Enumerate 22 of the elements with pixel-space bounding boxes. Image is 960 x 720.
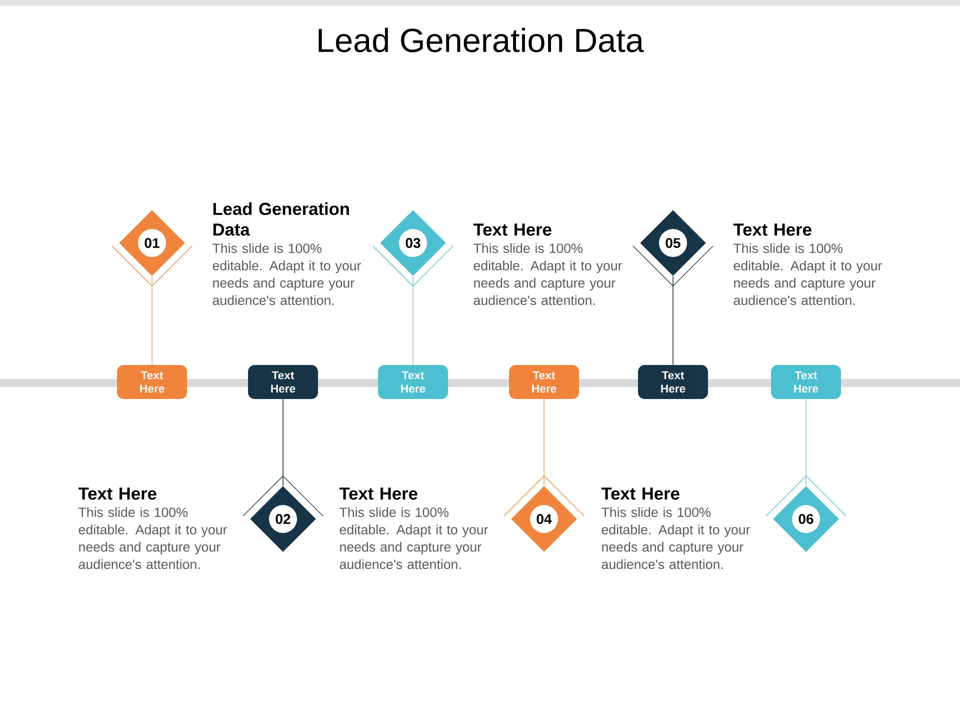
heading: Text Here [733, 224, 812, 236]
label-pill: Text Here [248, 365, 318, 399]
connector-line [672, 276, 674, 366]
description: This slide is 100% editable. Adapt it to your needs and capture your audience's attention. [78, 507, 227, 570]
description: This slide is 100% editable. Adapt it to your needs and capture your audience's attention. [602, 507, 750, 570]
label-pill: Text Here [771, 365, 841, 399]
description: This slide is 100% editable. Adapt it to your needs and capture your audience's attention. [340, 507, 488, 570]
connector-line [412, 276, 414, 366]
description: This slide is 100% editable. Adapt it to your needs and capture your audience's attention. [212, 243, 361, 306]
label-pill: Text Here [509, 365, 579, 399]
description: This slide is 100% editable. Adapt it to your needs and capture your audience's attention. [734, 243, 882, 306]
heading: Text Here [473, 224, 552, 236]
description: This slide is 100% editable. Adapt it to your needs and capture your audience's attention. [474, 243, 622, 306]
label-pill: Text Here [638, 365, 708, 399]
label-pill: Text Here [117, 365, 187, 399]
label-pill: Text Here [378, 365, 448, 399]
heading: Text Here [339, 488, 418, 500]
heading: Lead Generation Data [213, 202, 349, 236]
heading: Text Here [78, 488, 156, 500]
title: Lead Generation Data [318, 28, 644, 52]
heading: Text Here [601, 488, 680, 500]
connector-line [282, 398, 284, 486]
